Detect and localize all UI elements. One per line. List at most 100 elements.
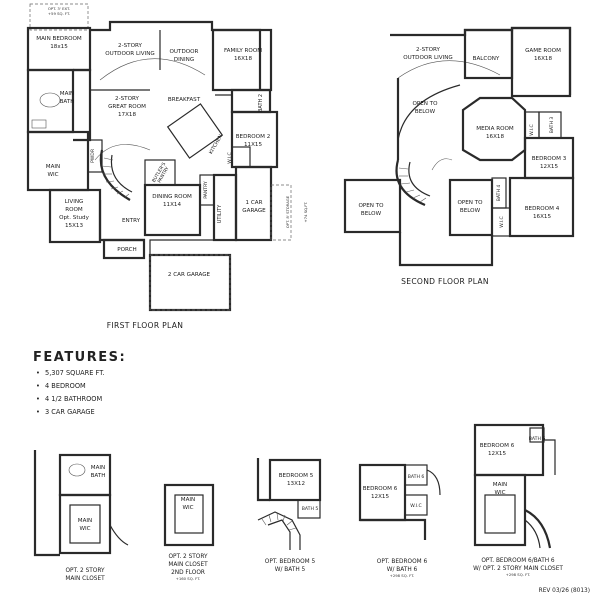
feature-bullet: •: [36, 369, 40, 377]
garage-connector: [149, 239, 214, 255]
kitchen-label: KITCHEN: [208, 133, 224, 155]
opt-b5-bath-label: BATH 5: [302, 506, 319, 512]
utility-label: UTILITY: [217, 204, 223, 224]
shower-shape: [31, 119, 47, 129]
revision-label: REV 03/26 (8013): [539, 588, 590, 594]
opt-b6c-sqft: +298 SQ. FT.: [506, 572, 531, 577]
open-below-left-walls: [343, 178, 402, 234]
first-floor-title: FIRST FLOOR PLAN: [107, 321, 183, 330]
great-room-left-wall: [73, 68, 92, 142]
feature-sqft: 5,307 SQUARE FT.: [45, 369, 105, 377]
second-front-wall: [398, 232, 494, 267]
opt-b6c-bath-walls: [529, 427, 545, 443]
two-car-garage-label: 2 CAR GARAGE: [168, 272, 211, 278]
opt-b5-left-wall: [256, 458, 270, 502]
balcony-walls: [463, 28, 514, 80]
opt-b5-bath-walls: [297, 499, 321, 519]
opt-b5-room-walls: [268, 458, 322, 502]
features-heading: FEATURES:: [33, 350, 126, 365]
dining-room-walls: [143, 183, 202, 237]
opt2-sqft: +160 SQ. FT.: [176, 576, 201, 581]
open-below-arc: [397, 84, 461, 141]
opt-b6-bath-label: BATH 6: [408, 474, 425, 480]
opt-storage-label: OPT. 8' STORAGE: [285, 195, 290, 228]
opt-stair-curve: [109, 524, 129, 546]
game-room-walls: [510, 26, 572, 98]
bedroom4-wic-walls: [491, 207, 511, 237]
opt-ext-label: OPT. 3' EXT.+59 SQ. FT.: [48, 6, 70, 16]
bedroom4-walls: [508, 176, 575, 238]
opt-b6-wic-walls: [404, 494, 428, 516]
porch-walls: [102, 238, 146, 260]
bath4-label: BATH 4: [496, 185, 502, 202]
opt-b6c-stair-inner: [524, 519, 541, 549]
stair-treads: [101, 157, 130, 199]
second-stair-inner: [408, 161, 431, 197]
feature-garage: 3 CAR GARAGE: [45, 408, 95, 416]
breakfast-label: BREAKFAST: [168, 97, 201, 103]
opt-b6c-bath-label: BATH 6: [529, 436, 546, 442]
opt-b6c-wic-inner: [484, 494, 516, 534]
entry-label: ENTRY: [122, 218, 141, 224]
stair-outer: [99, 149, 131, 201]
feature-bullet: •: [36, 395, 40, 403]
opt-main-wic-inner: [69, 504, 101, 544]
features-block: FEATURES: • 5,307 SQUARE FT. • 4 BEDROOM…: [33, 350, 126, 416]
opt-storage-outline: [270, 184, 292, 241]
bedroom4-wic-label: W.I.C: [499, 216, 505, 228]
bathtub-shape: [39, 92, 61, 108]
opt-tub-shape: [68, 463, 86, 477]
second-outdoor-arc: [397, 60, 501, 79]
opt-main-wic-walls: [58, 493, 112, 555]
opt-b6-wic-label: W.I.C: [410, 503, 422, 509]
feature-bathrooms: 4 1/2 BATHROOM: [45, 395, 102, 403]
second-stair-treads: [398, 167, 427, 203]
outdoor-living-arc: [99, 58, 206, 81]
great-room-arc: [94, 144, 151, 161]
opt-b6-lower-wall: [360, 518, 427, 540]
opt-b6c-stair-outer: [524, 509, 552, 549]
two-car-garage-walls: [148, 253, 232, 312]
kitchen-island: [166, 103, 224, 159]
opt-b5-treads: [261, 512, 297, 531]
pantry-label: PANTRY: [203, 181, 209, 199]
bath2-walls: [230, 88, 272, 114]
bath2-label: BATH 2: [258, 94, 264, 112]
opt-outer-wall: [33, 450, 60, 557]
opt-storage-sqft: +74 SQ.FT.: [303, 201, 308, 222]
second-stair-curve: [431, 158, 453, 171]
wic-walls: [231, 146, 251, 168]
opt-b5-stair: [257, 511, 301, 550]
stair-inner: [110, 154, 133, 193]
opt-b6-sqft: +298 SQ. FT.: [390, 573, 415, 578]
opt-b6c-side-wall: [543, 439, 556, 475]
powder-label: PWDR: [90, 148, 96, 163]
